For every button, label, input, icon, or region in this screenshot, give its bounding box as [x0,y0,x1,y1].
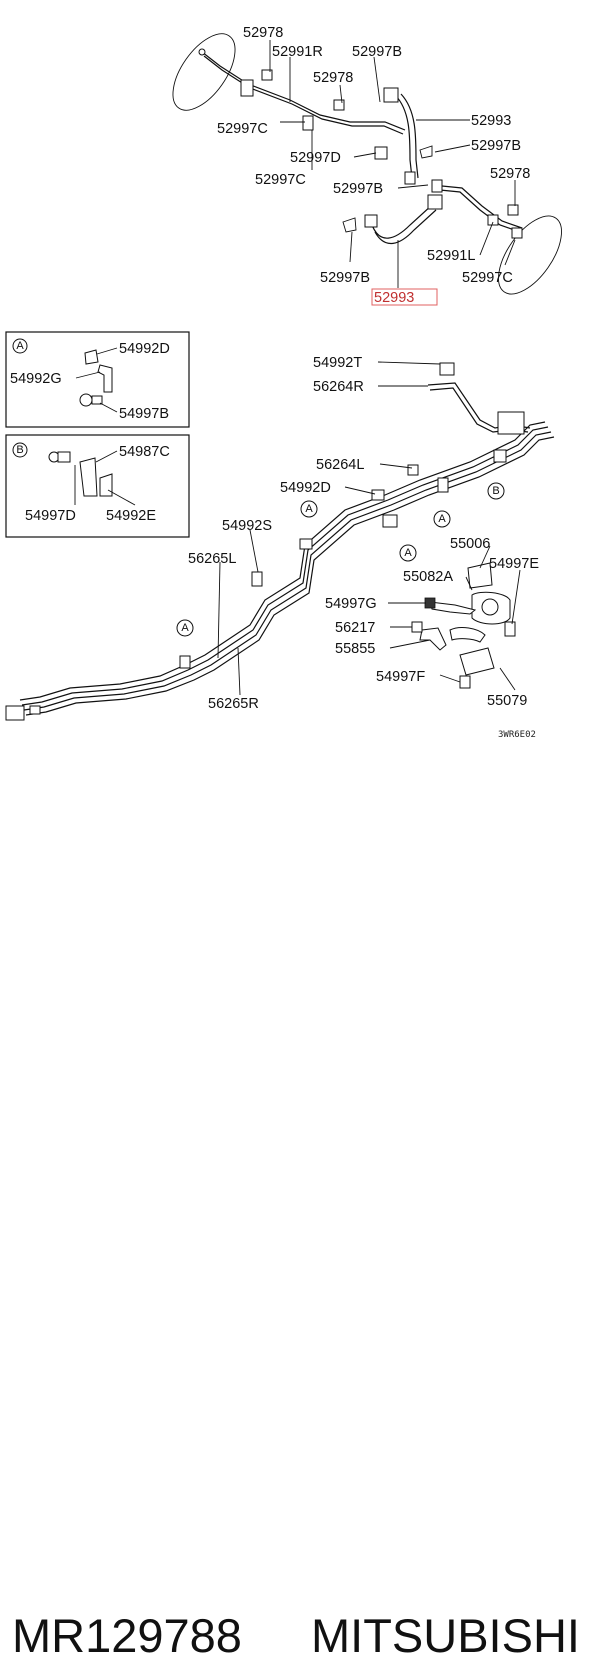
label-54997e: 54997E [489,556,539,572]
label-54997g: 54997G [325,596,377,612]
lower-labels: 54992T 56264R 56264L 54992D 54992S 56265… [188,355,539,740]
label-54992d-lower: 54992D [280,480,331,496]
label-54997d: 54997D [25,508,76,524]
label-56264l: 56264L [316,457,364,473]
label-52997b-right: 52997B [471,138,521,154]
label-54992t: 54992T [313,355,362,371]
lower-callouts: B A A A A [176,482,505,637]
label-52978-c: 52978 [490,166,530,182]
callout-a-2 [433,510,451,528]
callout-b-1-letter: B [492,485,499,497]
callout-b-letter: B [16,444,23,456]
footer: MR129788 MITSUBISHI [0,800,600,1662]
label-52978-a: 52978 [243,25,283,41]
label-52997b-mid: 52997B [333,181,383,197]
label-52978-b: 52978 [313,70,353,86]
callout-b-1 [487,482,505,500]
callout-a-4 [176,619,194,637]
label-54992e: 54992E [106,508,156,524]
label-55006: 55006 [450,536,490,552]
label-56217: 56217 [335,620,375,636]
callout-circle-a [12,338,28,354]
label-52997c-b: 52997C [255,172,306,188]
label-56265l: 56265L [188,551,236,567]
label-54997f: 54997F [376,669,425,685]
callout-a-1 [300,500,318,518]
callout-a-letter: A [16,340,24,352]
label-55079: 55079 [487,693,527,709]
label-52997d: 52997D [290,150,341,166]
callout-a-1-letter: A [305,503,313,515]
part-number: MR129788 [12,1609,242,1662]
label-52991r: 52991R [272,44,323,60]
label-52991l: 52991L [427,248,475,264]
label-55082a: 55082A [403,569,453,585]
label-54992d-box: 54992D [119,341,170,357]
label-52993-highlighted: 52993 [374,290,414,306]
label-52997c-a: 52997C [217,121,268,137]
detail-box-b: B 54987C 54997D 54992E [5,434,190,538]
upper-brake-hose-assembly [172,33,562,295]
detail-box-a: A 54992D 54992G 54997B [5,331,190,428]
lower-brake-line-assembly [5,361,555,721]
parts-diagram: 52978 52991R 52997B 52978 52993 52997C 5… [5,25,562,740]
callout-circle-b [12,442,28,458]
label-52997b-top: 52997B [352,44,402,60]
label-54987c: 54987C [119,444,170,460]
label-55855: 55855 [335,641,375,657]
label-52997b-low: 52997B [320,270,370,286]
label-54992s: 54992S [222,518,272,534]
label-54992g: 54992G [10,371,62,387]
label-52993-top: 52993 [471,113,511,129]
diagram-reference-code: 3WR6E02 [498,730,536,740]
label-56265r: 56265R [208,696,259,712]
brand-name: MITSUBISHI [311,1609,580,1662]
label-54997b-box: 54997B [119,406,169,422]
upper-labels: 52978 52991R 52997B 52978 52993 52997C 5… [217,25,530,306]
callout-a-4-letter: A [181,622,189,634]
fitting-left [5,705,25,721]
label-56264r: 56264R [313,379,364,395]
callout-a-3 [399,544,417,562]
callout-a-3-letter: A [404,547,412,559]
callout-a-2-letter: A [438,513,446,525]
highlight-box [371,288,438,306]
label-52997c-c: 52997C [462,270,513,286]
